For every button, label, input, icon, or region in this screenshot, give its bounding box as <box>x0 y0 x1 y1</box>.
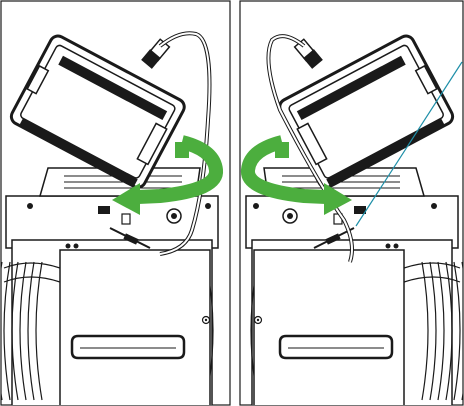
rotate-clockwise-arrow <box>112 135 223 215</box>
panel-right <box>239 0 464 406</box>
rotate-counterclockwise-arrow <box>241 135 352 215</box>
panel-left <box>0 0 231 406</box>
panel-left-border <box>0 0 231 406</box>
machine-right <box>241 31 463 405</box>
callout-leader-line <box>355 61 463 227</box>
panel-right-border <box>239 0 464 406</box>
machine-left <box>1 31 223 405</box>
